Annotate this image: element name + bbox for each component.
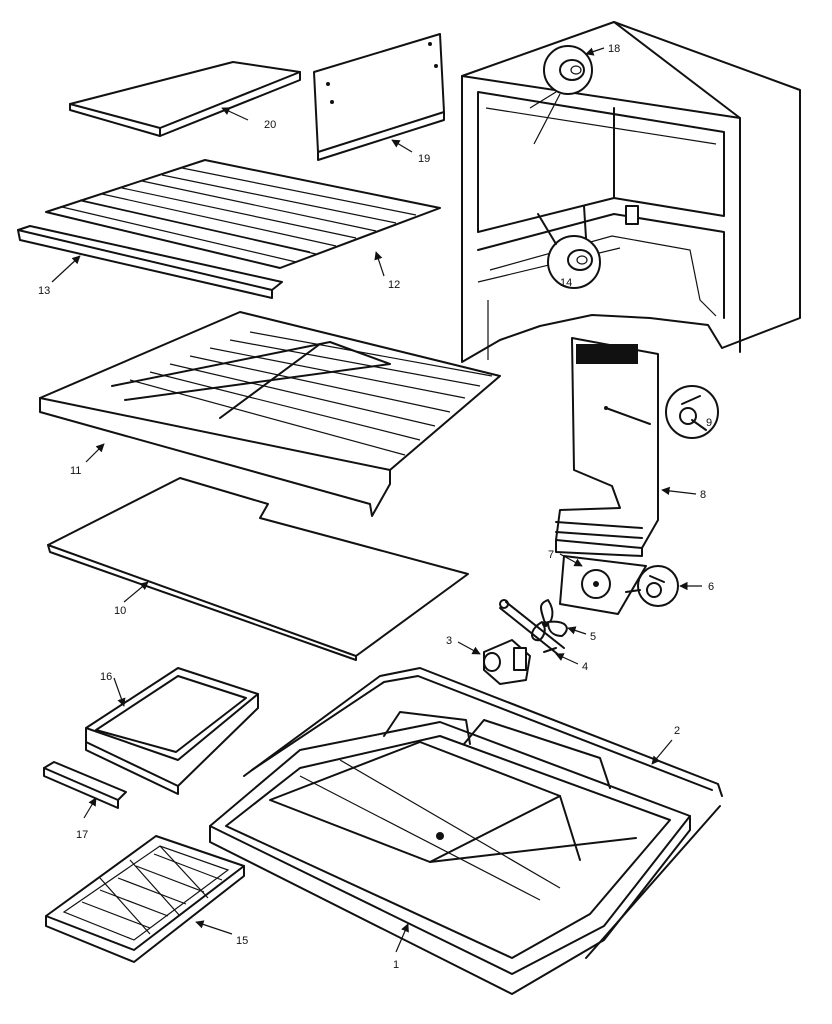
callout-6: 6: [708, 581, 714, 593]
callout-19: 19: [418, 153, 430, 165]
part-13-shelf-trim: [17, 225, 283, 299]
callout-11: 11: [70, 465, 81, 477]
part-5-fan-blade: [531, 599, 568, 642]
refrigerator-cabinet: [461, 21, 801, 363]
part-9-detail-circle: [665, 385, 719, 439]
callout-7: 7: [548, 549, 554, 561]
callout-1: 1: [393, 959, 399, 971]
callout-10: 10: [114, 605, 126, 617]
part-2-outer-tray: [243, 667, 723, 959]
callout-3: 3: [446, 635, 452, 647]
part-12-wire-shelf: [45, 159, 441, 269]
callout-17: 17: [76, 829, 88, 841]
callout-20: 20: [264, 119, 276, 131]
part-8-evaporator-cover: [555, 337, 659, 557]
part-7-fan-shroud: [559, 555, 647, 615]
leader-lines: [51, 47, 702, 953]
callout-4: 4: [582, 661, 588, 673]
part-19-baffle-panel: [313, 33, 445, 161]
part-17-trim-strip: [43, 761, 127, 809]
part-6-detail-circle: [625, 565, 679, 607]
callout-labels: 1 2 3 4 5 6 7 8 9 10 11 12 13 14 15 16 1…: [38, 43, 714, 971]
callout-16: 16: [100, 671, 112, 683]
callout-15: 15: [236, 935, 248, 947]
callout-8: 8: [700, 489, 706, 501]
callout-18: 18: [608, 43, 620, 55]
part-10-glass-panel: [47, 477, 469, 661]
part-14-detail-circle: [537, 205, 601, 289]
callout-5: 5: [590, 631, 596, 643]
part-15-ice-tray: [45, 835, 245, 963]
part-1-crisper-base: [209, 711, 691, 995]
part-16-drawer: [85, 667, 259, 795]
callout-14: 14: [560, 277, 572, 289]
callout-13: 13: [38, 285, 50, 297]
part-3-4-fan-motor-assembly: [483, 599, 565, 685]
callout-12: 12: [388, 279, 400, 291]
callout-9: 9: [706, 417, 712, 429]
callout-2: 2: [674, 725, 680, 737]
part-18-detail-circle: [529, 45, 593, 145]
part-11-crisper-cover: [39, 311, 501, 517]
